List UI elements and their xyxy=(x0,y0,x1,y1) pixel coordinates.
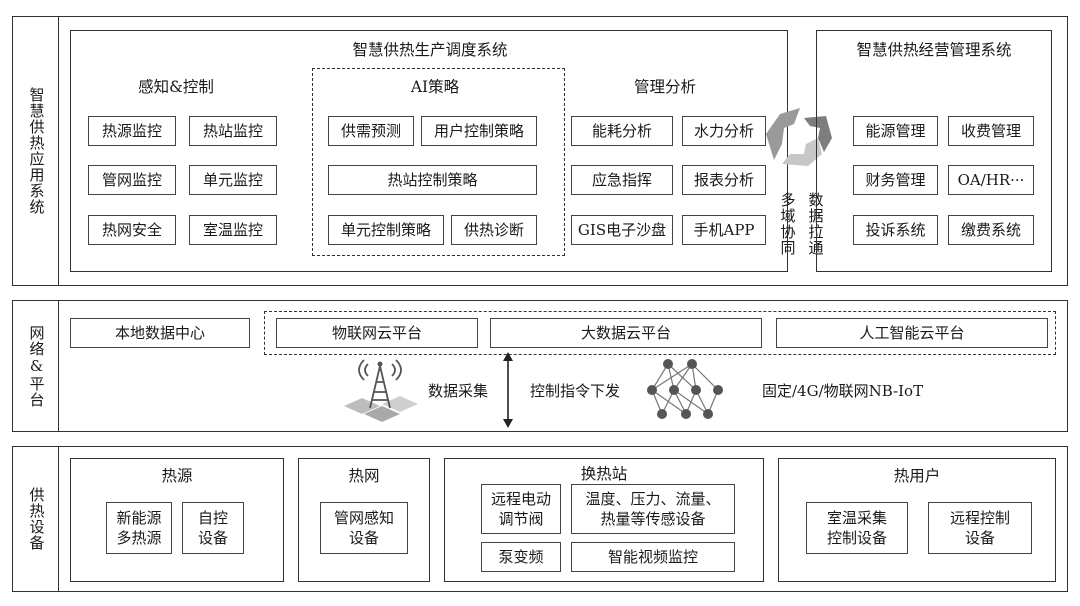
cloud-ai: 人工智能云平台 xyxy=(776,318,1048,348)
comm-label: 固定/4G/物联网NB-IoT xyxy=(762,382,924,400)
user-item-room-temp: 室温采集 控制设备 xyxy=(806,502,908,554)
business-item-energy: 能源管理 xyxy=(853,116,938,146)
ai-item-unit-control: 单元控制策略 xyxy=(328,215,444,245)
network-layer xyxy=(12,300,1068,432)
collab-right-label: 数据拉通 xyxy=(806,192,825,256)
heat-source-group xyxy=(70,458,284,582)
analysis-item-report: 报表分析 xyxy=(682,165,766,195)
ai-item-user-control: 用户控制策略 xyxy=(421,116,537,146)
business-item-finance: 财务管理 xyxy=(853,165,938,195)
business-item-billing: 收费管理 xyxy=(948,116,1034,146)
ai-strategy-frame xyxy=(312,68,565,256)
local-data-center: 本地数据中心 xyxy=(70,318,250,348)
user-item-remote: 远程控制 设备 xyxy=(928,502,1032,554)
perception-item-network-safety: 热网安全 xyxy=(88,215,176,245)
business-item-payment: 缴费系统 xyxy=(948,215,1034,245)
application-layer-divider xyxy=(58,16,59,286)
device-layer-divider xyxy=(58,446,59,592)
neural-network-icon xyxy=(647,359,723,419)
perception-item-pipe-network: 管网监控 xyxy=(88,165,176,195)
data-collect-label: 数据采集 xyxy=(428,382,489,400)
station-item-valve: 远程电动 调节阀 xyxy=(481,484,561,534)
analysis-item-mobile-app: 手机APP xyxy=(682,215,766,245)
production-system-title: 智慧供热生产调度系统 xyxy=(352,41,508,59)
perception-title: 感知&控制 xyxy=(138,78,214,96)
exchange-station-group xyxy=(444,458,764,582)
heat-source-item-auto: 自控 设备 xyxy=(182,502,244,554)
signal-tower-icon xyxy=(344,359,418,422)
station-item-video: 智能视频监控 xyxy=(571,542,735,572)
cloud-iot: 物联网云平台 xyxy=(276,318,478,348)
application-layer xyxy=(12,16,1068,286)
heat-source-title: 热源 xyxy=(161,467,193,485)
heat-user-title: 热用户 xyxy=(893,467,941,485)
analysis-title: 管理分析 xyxy=(633,78,696,96)
heat-source-item-multi: 新能源 多热源 xyxy=(106,502,172,554)
perception-item-room-temp: 室温监控 xyxy=(189,215,277,245)
ai-item-station-control: 热站控制策略 xyxy=(328,165,537,195)
heat-net-group xyxy=(298,458,430,582)
perception-item-unit: 单元监控 xyxy=(189,165,277,195)
ai-strategy-title: AI策略 xyxy=(410,78,460,96)
exchange-station-title: 换热站 xyxy=(580,465,628,483)
cloud-bigdata: 大数据云平台 xyxy=(490,318,762,348)
station-item-pump: 泵变频 xyxy=(481,542,561,572)
bidirectional-arrow-icon xyxy=(503,352,513,428)
perception-item-heat-station: 热站监控 xyxy=(189,116,277,146)
network-layer-label: 网络&平台 xyxy=(27,324,46,408)
cloud-platforms-frame xyxy=(264,311,1056,355)
collab-left-label: 多域协同 xyxy=(778,192,797,256)
station-item-sensors: 温度、压力、流量、 热量等传感设备 xyxy=(571,484,735,534)
business-system-title: 智慧供热经营管理系统 xyxy=(856,41,1012,59)
analysis-item-gis: GIS电子沙盘 xyxy=(571,215,673,245)
analysis-item-hydraulic: 水力分析 xyxy=(682,116,766,146)
business-item-oa-hr: OA/HR··· xyxy=(948,165,1034,195)
command-label: 控制指令下发 xyxy=(530,382,621,400)
heat-net-title: 热网 xyxy=(348,467,380,485)
ai-item-demand-forecast: 供需预测 xyxy=(328,116,414,146)
application-layer-label-text: 智慧供热应用系统 xyxy=(27,87,46,215)
heat-net-item-sensor: 管网感知 设备 xyxy=(320,502,408,554)
production-system-frame xyxy=(70,30,788,272)
analysis-item-emergency: 应急指挥 xyxy=(571,165,673,195)
business-item-complaint: 投诉系统 xyxy=(853,215,938,245)
network-layer-divider xyxy=(58,300,59,432)
heat-user-group xyxy=(778,458,1056,582)
analysis-item-energy: 能耗分析 xyxy=(571,116,673,146)
cycle-arrows-icon xyxy=(766,108,832,166)
perception-item-heat-source: 热源监控 xyxy=(88,116,176,146)
business-system-frame xyxy=(816,30,1052,272)
ai-item-diagnosis: 供热诊断 xyxy=(451,215,537,245)
application-layer-label: 智慧供热应用系统 xyxy=(14,16,58,286)
device-layer xyxy=(12,446,1068,592)
device-layer-label: 供热设备 xyxy=(27,487,46,551)
